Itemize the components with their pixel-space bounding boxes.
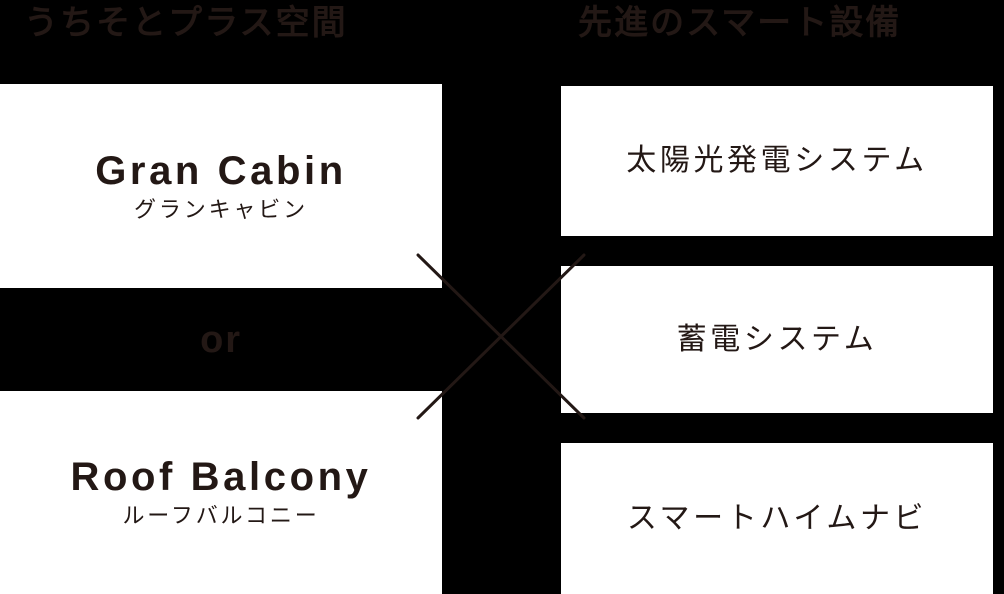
option-card-roof-balcony[interactable]: Roof Balcony ルーフバルコニー [0, 391, 442, 594]
feature-card-label: 蓄電システム [676, 322, 878, 356]
or-divider: or [0, 288, 442, 391]
option-card-gran-cabin[interactable]: Gran Cabin グランキャビン [0, 84, 442, 288]
feature-card-smart-heim-navi[interactable]: スマートハイムナビ [561, 443, 993, 594]
right-column-header: 先進のスマート設備 [578, 4, 902, 42]
cross-line-down [416, 253, 586, 420]
option-card-title-en: Gran Cabin [95, 148, 347, 193]
feature-card-label: スマートハイムナビ [626, 501, 928, 535]
feature-card-solar-power[interactable]: 太陽光発電システム [561, 86, 993, 236]
feature-card-label: 太陽光発電システム [626, 144, 928, 177]
left-column-header: うちそとプラス空間 [24, 4, 348, 42]
or-divider-label: or [200, 318, 242, 361]
option-card-title-jp: ルーフバルコニー [122, 503, 320, 529]
cross-line-up [416, 253, 586, 420]
option-card-title-en: Roof Balcony [70, 455, 372, 500]
option-card-title-jp: グランキャビン [133, 196, 309, 222]
feature-card-battery-storage[interactable]: 蓄電システム [561, 266, 993, 413]
